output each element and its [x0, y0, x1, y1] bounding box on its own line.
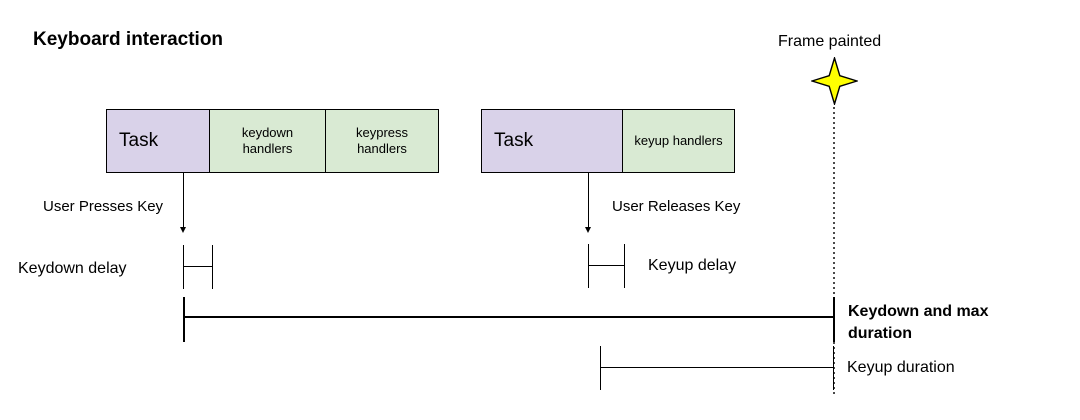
keydown-handlers-block: keydown handlers — [209, 109, 326, 173]
keydown-max-duration-label: Keydown and max duration — [848, 303, 989, 342]
keydown-task-row: Task keydown handlers keypress handlers — [106, 109, 439, 173]
keyup-task-block: Task — [481, 109, 623, 173]
keydown-task-block: Task — [106, 109, 210, 173]
keydown-delay-label: Keydown delay — [18, 260, 127, 277]
arrow-down-icon — [180, 227, 186, 233]
task-label: Task — [494, 130, 534, 151]
page-title: Keyboard interaction — [33, 29, 224, 50]
keyup-task-row: Task keyup handlers — [481, 109, 735, 173]
four-point-star-icon — [811, 57, 858, 105]
user-releases-key-label: User Releases Key — [612, 198, 741, 215]
arrow-down-icon — [585, 227, 591, 233]
key-press-event-arrow — [183, 173, 184, 228]
keyup-duration-label: Keyup duration — [847, 359, 955, 376]
frame-painted-dotted-line — [833, 107, 835, 394]
key-release-event-arrow — [588, 173, 589, 228]
keypress-handlers-block: keypress handlers — [325, 109, 439, 173]
task-label: Task — [119, 130, 159, 151]
keyup-handlers-block: keyup handlers — [622, 109, 735, 173]
keyup-delay-label: Keyup delay — [648, 257, 737, 274]
user-presses-key-label: User Presses Key — [43, 198, 164, 215]
keyup-handlers-label: keyup handlers — [634, 133, 723, 148]
frame-painted-label: Frame painted — [778, 33, 882, 50]
keypress-handlers-label: keypress handlers — [355, 125, 409, 156]
keydown-handlers-label: keydown handlers — [241, 125, 294, 156]
